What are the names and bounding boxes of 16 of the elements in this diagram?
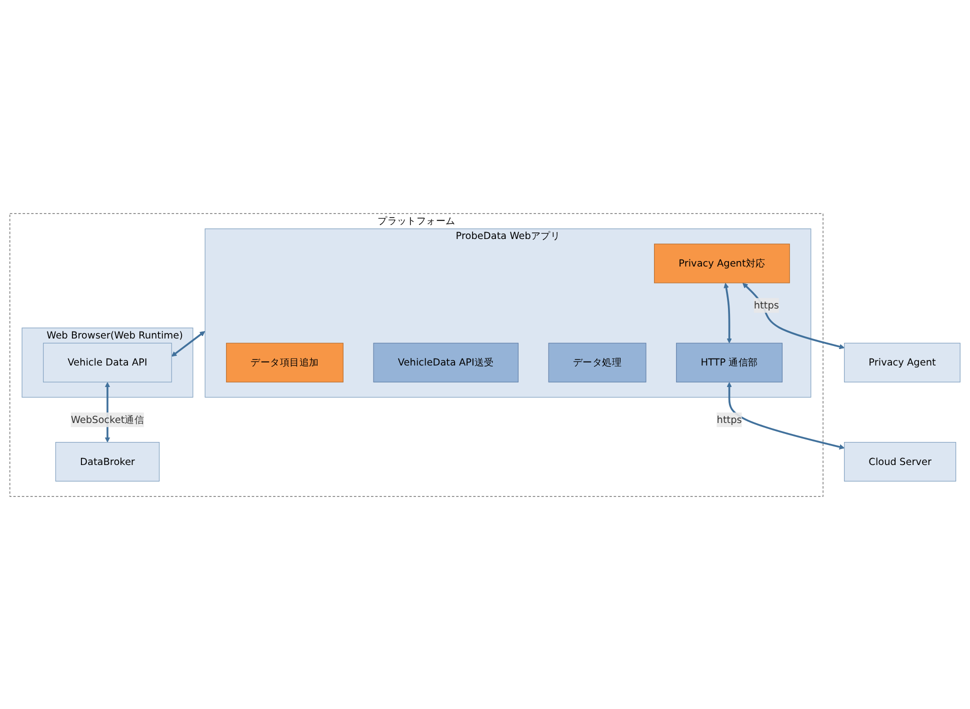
arrow: [742, 282, 845, 349]
edge-label: https: [754, 298, 779, 310]
node-box: Privacy Agent: [844, 342, 960, 382]
arrow: [726, 382, 845, 449]
edge-label: https: [716, 413, 742, 425]
arrow: [724, 282, 732, 343]
edge-label: WebSocket通信: [70, 413, 144, 425]
node-box: Cloud Server: [844, 441, 956, 482]
node-box: DataBroker: [55, 441, 160, 482]
node-box: Privacy Agent対応: [654, 243, 790, 283]
node-box: Vehicle Data API: [43, 342, 172, 382]
node-box: データ項目追加: [226, 342, 344, 382]
arrow: [171, 330, 206, 356]
node-box: VehicleData API送受: [373, 342, 519, 382]
node-box: HTTP 通信部: [676, 342, 783, 382]
node-box: データ処理: [548, 342, 646, 382]
